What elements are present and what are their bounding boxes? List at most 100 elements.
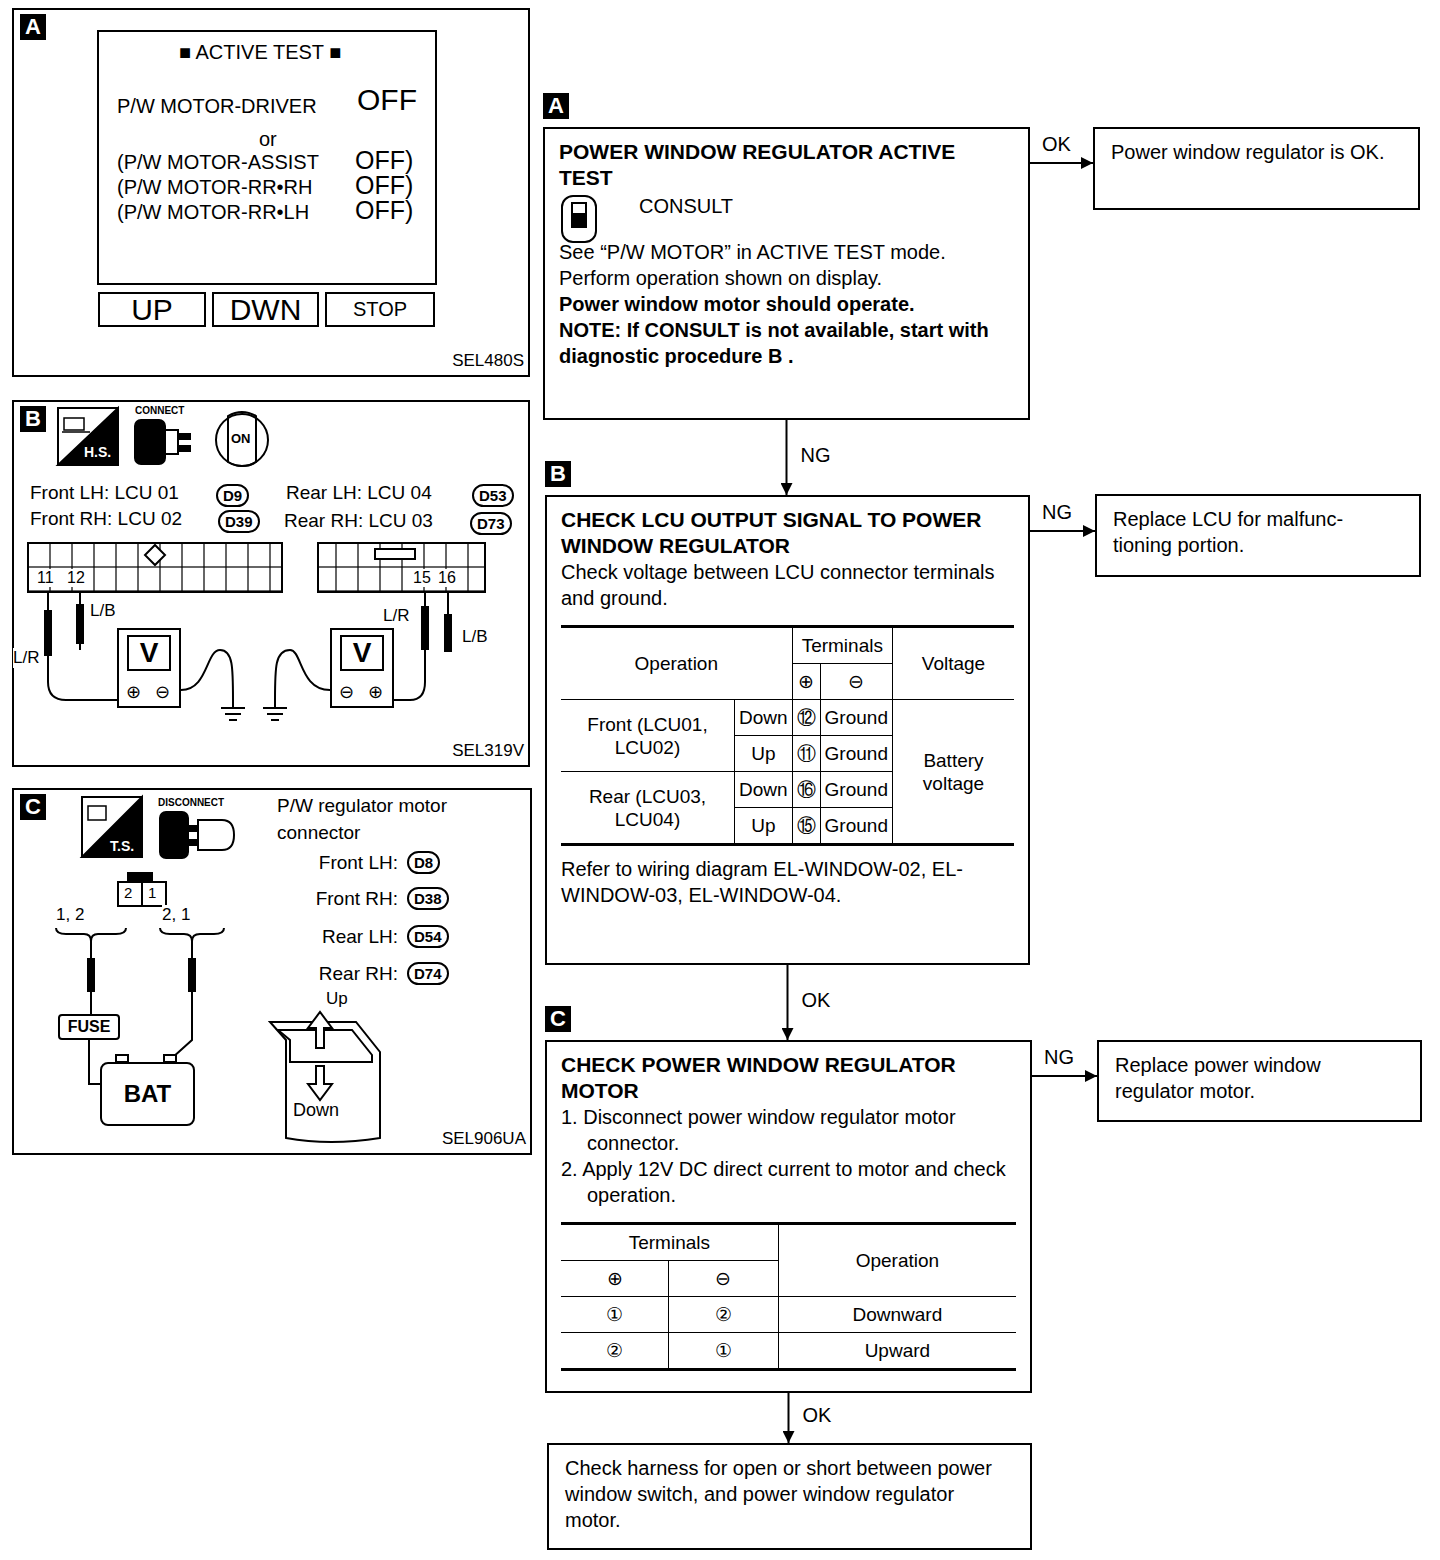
node-text: ⊖ [339, 682, 354, 702]
table-cell: ⑫ [792, 700, 820, 736]
jumper-lead [87, 958, 196, 992]
figure-label: H.S. [84, 444, 111, 460]
table-cell: Front (LCU01, LCU02) [561, 700, 735, 772]
figure-label: 12 [66, 569, 86, 587]
figure-label: L/B [462, 627, 488, 647]
flow-arrow [787, 965, 789, 1040]
probe-wire-part [48, 592, 117, 700]
screen-button: STOP [325, 292, 435, 327]
voltmeter: V ⊖ ⊕ [330, 628, 394, 708]
flow-arrow [1032, 1075, 1097, 1077]
node-text: D8 [414, 853, 433, 872]
hs-icon [58, 408, 118, 465]
branch-label: NG [1040, 501, 1074, 524]
node-text: D9 [223, 486, 242, 505]
node-text: POWER WINDOW REGULATOR ACTIVE TEST [559, 139, 1014, 191]
check-table-grid: OperationTerminalsVoltage⊕⊖Front (LCU01,… [561, 628, 1014, 843]
table-cell: Down [735, 700, 793, 736]
result-box: Replace power window regulator motor. [1097, 1040, 1422, 1122]
step-letter: B [545, 461, 571, 487]
probe-lead-part [76, 604, 84, 644]
consult-icon-part [572, 203, 586, 227]
key-icon-part [216, 414, 268, 466]
connector-code: D39 [218, 510, 260, 533]
connector-code: D9 [216, 484, 249, 507]
node-text: D38 [414, 889, 442, 908]
disconnect-icon-part [188, 840, 196, 845]
node-text: ⊕ [368, 682, 383, 702]
step-letter: A [543, 93, 569, 119]
probe-wire-part [275, 650, 330, 700]
node-text: OFF) [355, 198, 413, 223]
connector-code: D73 [470, 512, 512, 535]
figure-label: Rear RH: LCU 03 [284, 510, 433, 532]
screen-button: UP [98, 292, 206, 327]
figure-label: 2, 1 [162, 905, 190, 925]
probe-lead-part [44, 610, 52, 656]
key-icon-part [228, 412, 256, 466]
branch-label: OK [801, 1404, 834, 1427]
table-cell: ① [561, 1297, 669, 1333]
figure-label: DISCONNECT [158, 797, 224, 808]
table-cell: Battery voltage [892, 700, 1014, 844]
figure-label: L/B [90, 601, 116, 621]
branch-label: OK [800, 989, 833, 1012]
step-letter: A [20, 14, 46, 40]
flow-arrow [1030, 530, 1095, 532]
disconnect-icon-part [160, 812, 188, 858]
motor-connector-part [160, 928, 224, 941]
figure-panel: CSEL906UAD8D38D54D74FUSEBAT [12, 788, 532, 1155]
ts-icon-part [88, 806, 106, 820]
result-box: Check harness for open or short between … [547, 1443, 1032, 1550]
disconnect-icon-part [198, 820, 234, 850]
table-cell: Operation [778, 1225, 1016, 1297]
connect-icon-part [178, 434, 190, 439]
figure-label: CONNECT [135, 405, 184, 416]
table-cell: Operation [561, 628, 792, 700]
test-step-box: APOWER WINDOW REGULATOR ACTIVE TESTCONSU… [543, 127, 1030, 420]
ts-icon-part [82, 797, 142, 857]
node-text: ■ ACTIVE TEST ■ [179, 40, 341, 64]
figure-label: Up [326, 989, 348, 1009]
disconnect-icon [160, 812, 234, 858]
connector-code: D74 [407, 962, 449, 985]
node-text: OFF) [355, 173, 413, 198]
table-cell: ① [669, 1333, 779, 1369]
figure-label: Front LH: LCU 01 [30, 482, 179, 504]
node-text: (P/W MOTOR-RR•LH [117, 200, 309, 224]
node-text: Power window motor should operate. [559, 291, 1014, 317]
lcu-connector-part [28, 543, 282, 592]
table-cell: Ground [820, 772, 892, 808]
flow-arrow [786, 420, 788, 495]
figure-label: 2 [123, 884, 133, 901]
disconnect-icon-part [188, 826, 196, 831]
probe-wire-part [221, 700, 245, 720]
key-icon [216, 412, 268, 466]
probe-wire [48, 592, 448, 720]
table-cell: ⊕ [561, 1261, 669, 1297]
node-text: DWN [230, 293, 302, 327]
table-cell: Up [735, 808, 793, 844]
node-text: Refer to wiring diagram EL-WINDOW-02, EL… [561, 856, 1014, 908]
lcu-connector-part [145, 545, 165, 565]
table-row: OperationTerminalsVoltage [561, 628, 1014, 664]
connector-code: D8 [407, 851, 440, 874]
battery: BAT [100, 1062, 195, 1126]
connect-icon-part [135, 420, 165, 464]
motor-connector [56, 873, 224, 1058]
node-text: V [340, 635, 384, 671]
table-cell: ⑯ [792, 772, 820, 808]
lcu-connector-part [318, 543, 485, 592]
node-text: Replace power window regulator motor. [1115, 1052, 1404, 1104]
node-text: Perform operation shown on display. [559, 265, 1014, 291]
table-cell: Terminals [561, 1225, 778, 1261]
node-text: CHECK POWER WINDOW REGULATOR MOTOR [561, 1052, 1016, 1104]
node-text: (P/W MOTOR-RR•RH [117, 175, 313, 199]
node-text: D39 [225, 512, 253, 531]
check-table: OperationTerminalsVoltage⊕⊖Front (LCU01,… [561, 625, 1014, 846]
connector-code: D38 [407, 887, 449, 910]
node-text: D53 [479, 486, 507, 505]
